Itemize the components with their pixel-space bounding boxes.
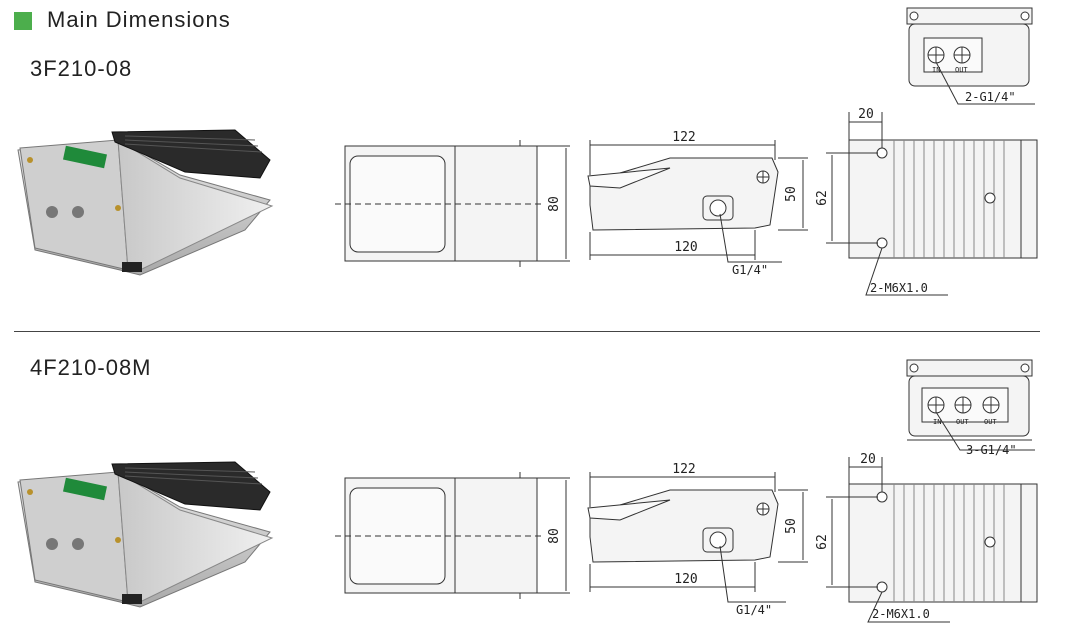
model-label-2: 4F210-08M xyxy=(30,355,152,380)
ports-callout: 3-G1/4" xyxy=(966,443,1017,457)
dim-overall-length: 122 xyxy=(672,130,695,145)
port-label-in: IN xyxy=(933,418,941,426)
mount-holes-callout: 2-M6X1.0 xyxy=(870,281,928,295)
dim-overall-length: 122 xyxy=(672,462,695,477)
drawing-3f210-08: 80 122 120 50 G1/4" xyxy=(17,7,1038,296)
drawing-4f210-08m: 80 122 120 50 G1/4" xyxy=(17,359,1038,623)
model-label-1: 3F210-08 xyxy=(30,56,133,81)
mount-holes-callout: 2-M6X1.0 xyxy=(872,607,930,621)
end-view xyxy=(906,359,1035,451)
page-title: Main Dimensions xyxy=(47,7,231,32)
dim-mount-offset: 20 xyxy=(858,107,874,122)
bottom-view xyxy=(826,112,1038,296)
side-view xyxy=(587,140,808,263)
product-photo xyxy=(17,461,274,608)
dim-mount-spacing: 62 xyxy=(815,190,830,206)
side-view xyxy=(587,472,808,603)
product-photo xyxy=(17,129,274,276)
bottom-view xyxy=(826,457,1038,623)
dim-mount-offset: 20 xyxy=(860,452,876,467)
dim-base-length: 120 xyxy=(674,240,697,255)
dim-width: 80 xyxy=(547,528,562,544)
dim-mount-spacing: 62 xyxy=(815,534,830,550)
thread-callout: G1/4" xyxy=(736,603,772,617)
thread-callout: G1/4" xyxy=(732,263,768,277)
section-divider xyxy=(14,331,1040,332)
port-label-in: IN xyxy=(932,66,940,74)
dim-height: 50 xyxy=(784,186,799,202)
port-label-out: OUT xyxy=(955,66,968,74)
ports-callout: 2-G1/4" xyxy=(965,90,1016,104)
dim-base-length: 120 xyxy=(674,572,697,587)
dim-width: 80 xyxy=(547,196,562,212)
port-label-out-a: OUT xyxy=(956,418,969,426)
port-label-out-b: OUT xyxy=(984,418,997,426)
top-view xyxy=(335,472,570,599)
dim-height: 50 xyxy=(784,518,799,534)
end-view xyxy=(906,7,1035,105)
section-marker xyxy=(14,12,32,30)
top-view xyxy=(335,140,570,267)
